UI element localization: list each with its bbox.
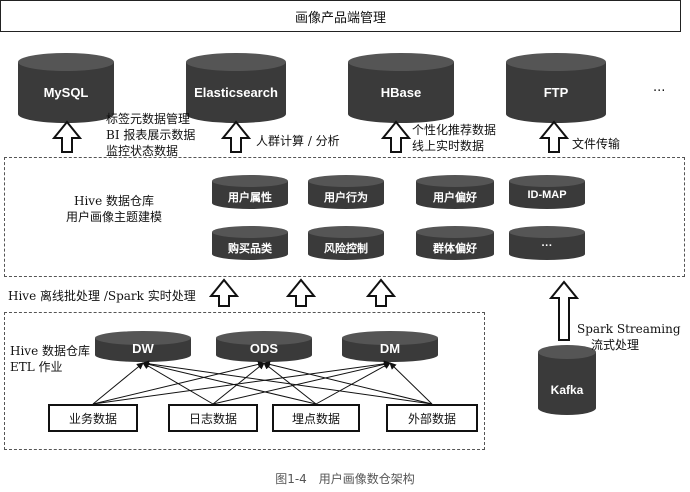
mysql-note-line: 标签元数据管理 (106, 112, 191, 126)
source-log-data: 日志数据 (168, 404, 258, 432)
cylinder-elasticsearch (186, 53, 286, 123)
up-arrow-etl-2 (285, 278, 317, 307)
up-arrow-to-ftp (538, 120, 570, 153)
mysql-note-line: BI 报表展示数据 (106, 128, 196, 142)
cylinder-mysql (18, 53, 114, 123)
cylinder-dw (95, 331, 191, 362)
source-label: 埋点数据 (291, 411, 340, 426)
streaming-note: Spark Streaming 流式处理 (577, 321, 681, 353)
cylinder-kafka (538, 345, 596, 415)
theme-layer-box (4, 157, 685, 277)
source-label: 业务数据 (68, 411, 117, 426)
dw-label: DW (132, 341, 154, 356)
up-arrow-etl-1 (208, 278, 240, 307)
module-user-behavior: 用户行为 (324, 192, 368, 204)
source-tracking-data: 埋点数据 (272, 404, 360, 432)
module-purchase-category: 购买品类 (228, 243, 272, 255)
dm-label: DM (379, 341, 401, 356)
module-risk-control: 风险控制 (324, 243, 368, 255)
hbase-label: HBase (380, 85, 422, 100)
module-user-attributes: 用户属性 (228, 192, 272, 204)
source-label: 外部数据 (407, 411, 456, 426)
etl-title-line2: ETL 作业 (10, 360, 63, 374)
portal-management-bar: 画像产品端管理 (0, 0, 681, 32)
theme-layer-title: Hive 数据仓库 用户画像主题建模 (66, 193, 162, 225)
up-arrow-to-mysql (51, 120, 83, 153)
theme-title-line1: Hive 数据仓库 (74, 194, 154, 208)
up-arrow-etl-3 (365, 278, 397, 307)
streaming-note-line1: Spark Streaming (577, 322, 681, 336)
source-label: 日志数据 (188, 411, 237, 426)
portal-management-label: 画像产品端管理 (294, 10, 386, 26)
module-id-map: ID-MAP (527, 189, 567, 201)
source-business-data: 业务数据 (48, 404, 138, 432)
ftp-label: FTP (543, 85, 569, 100)
batch-processing-note: Hive 离线批处理 /Spark 实时处理 (8, 289, 196, 303)
cylinder-hbase (348, 53, 454, 123)
source-external-data: 外部数据 (386, 404, 478, 432)
up-arrow-to-elasticsearch (220, 120, 252, 153)
streaming-note-line2: 流式处理 (591, 338, 640, 352)
mysql-flow-note: 标签元数据管理 BI 报表展示数据 监控状态数据 (106, 111, 195, 159)
etl-layer-box (4, 312, 485, 450)
cylinder-ods (216, 331, 312, 362)
ftp-note-line: 文件传输 (572, 137, 621, 151)
more-storage-ellipsis: ··· (653, 84, 666, 99)
mysql-note-line: 监控状态数据 (106, 144, 179, 158)
hbase-note-line: 个性化推荐数据 (412, 123, 497, 137)
etl-layer-title: Hive 数据仓库 ETL 作业 (10, 343, 90, 375)
elasticsearch-label: Elasticsearch (194, 85, 278, 100)
module-more: ··· (541, 240, 553, 252)
ftp-flow-note: 文件传输 (572, 136, 620, 152)
module-user-preference: 用户偏好 (433, 192, 477, 204)
kafka-label: Kafka (550, 383, 584, 397)
es-note-line: 人群计算 / 分析 (256, 134, 340, 148)
cylinder-ftp (506, 53, 606, 123)
mysql-label: MySQL (43, 85, 89, 100)
up-arrow-streaming (548, 280, 580, 341)
up-arrow-to-hbase (380, 120, 412, 153)
cylinder-dm (342, 331, 438, 362)
module-group-preference: 群体偏好 (433, 243, 477, 255)
hbase-flow-note: 个性化推荐数据 线上实时数据 (412, 122, 496, 154)
etl-flow-lines (92, 360, 433, 405)
figure-caption: 图1-4 用户画像数仓架构 (275, 472, 415, 486)
theme-title-line2: 用户画像主题建模 (66, 210, 163, 224)
hbase-note-line: 线上实时数据 (412, 139, 485, 153)
es-flow-note: 人群计算 / 分析 (256, 133, 340, 149)
etl-title-line1: Hive 数据仓库 (10, 344, 90, 358)
ods-label: ODS (249, 341, 279, 356)
module-cylinders (212, 175, 585, 260)
